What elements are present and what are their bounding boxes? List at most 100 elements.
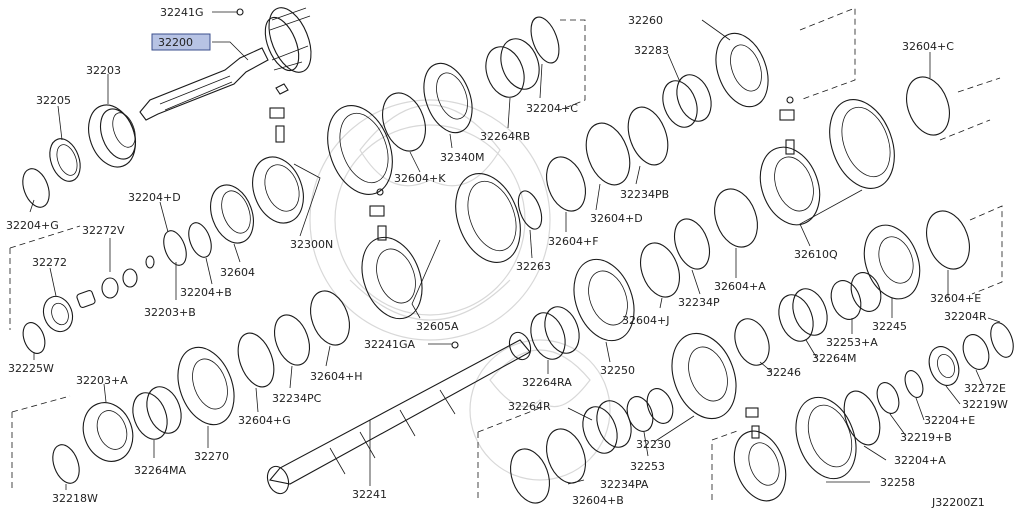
bearing-32203 <box>88 104 137 168</box>
ring-32246 <box>734 318 770 366</box>
label-32234P[interactable]: 32234P <box>678 296 720 309</box>
label-32250[interactable]: 32250 <box>600 364 635 377</box>
label-32270[interactable]: 32270 <box>194 450 229 463</box>
countershaft-32241 <box>266 331 532 495</box>
synchro-ring-32604 <box>210 184 254 244</box>
label-32241G[interactable]: 32241G <box>160 6 204 19</box>
needle-bearing-32283 <box>662 74 712 128</box>
label-32340M[interactable]: 32340M <box>440 151 484 164</box>
cone-32234P <box>640 218 711 298</box>
synchro-assembly-32258 <box>711 396 857 502</box>
label-32264MA[interactable]: 32264MA <box>134 464 186 477</box>
gear-32245 <box>863 224 921 300</box>
label-32219B[interactable]: 32219+B <box>900 431 952 444</box>
label-32264M[interactable]: 32264M <box>812 352 856 365</box>
label-32604[interactable]: 32604 <box>220 266 255 279</box>
label-32200[interactable]: 32200 <box>158 36 193 49</box>
label-32604H[interactable]: 32604+H <box>310 370 362 383</box>
label-32230[interactable]: 32230 <box>636 438 671 451</box>
label-32253[interactable]: 32253 <box>630 460 665 473</box>
main-drive-shaft-32200 <box>139 7 312 121</box>
ring-32263 <box>517 190 543 230</box>
bearing-group-32272 <box>9 225 138 354</box>
label-32218W[interactable]: 32218W <box>52 492 98 505</box>
label-32234PB[interactable]: 32234PB <box>620 188 669 201</box>
watermark-emblem <box>309 99 611 481</box>
label-32241GA[interactable]: 32241GA <box>364 338 416 351</box>
synchro-ring-32604A <box>714 188 758 248</box>
label-32204E[interactable]: 32204+E <box>924 414 975 427</box>
part-labels: 32241G 32200 32203 32205 32204+G 32204+D… <box>6 6 1008 509</box>
label-32234PA[interactable]: 32234PA <box>600 478 649 491</box>
synchro-ring-32604F <box>546 156 586 212</box>
label-32219W[interactable]: 32219W <box>962 398 1008 411</box>
label-32604A[interactable]: 32604+A <box>714 280 766 293</box>
gear-32260 <box>715 7 856 108</box>
label-32604D[interactable]: 32604+D <box>590 212 643 225</box>
gear-32230 <box>671 332 737 420</box>
needle-bearing-32264RB <box>485 38 540 98</box>
label-J32200Z1: J32200Z1 <box>931 496 985 509</box>
rings-32203B-32204B <box>145 222 212 269</box>
label-32204G[interactable]: 32204+G <box>6 219 59 232</box>
synchro-assembly-32300N <box>252 83 393 224</box>
label-32225W[interactable]: 32225W <box>8 362 54 375</box>
leader-lines <box>29 11 1001 490</box>
label-32604B[interactable]: 32604+B <box>572 494 624 507</box>
snap-ring-32204R <box>990 322 1014 358</box>
gear-32340M <box>423 62 473 134</box>
synchro-ring-32604C <box>906 76 1001 141</box>
synchro-ring-32604B <box>477 407 550 504</box>
label-32205[interactable]: 32205 <box>36 94 71 107</box>
label-32604C[interactable]: 32604+C <box>902 40 954 53</box>
label-32263[interactable]: 32263 <box>516 260 551 273</box>
label-32203A[interactable]: 32203+A <box>76 374 128 387</box>
label-32203[interactable]: 32203 <box>86 64 121 77</box>
snap-ring-32204G <box>22 168 50 208</box>
label-32300N[interactable]: 32300N <box>290 238 333 251</box>
synchro-ring-32604E <box>926 205 1003 295</box>
label-32234PC[interactable]: 32234PC <box>272 392 322 405</box>
label-32204A[interactable]: 32204+A <box>894 454 946 467</box>
synchro-assembly-32605A <box>361 173 521 320</box>
synchro-ring-32604H <box>310 290 350 346</box>
label-32204C-top[interactable]: 32204+C <box>526 102 578 115</box>
synchro-ring-32604K <box>382 92 426 152</box>
ring-32205 <box>49 138 81 182</box>
snap-ring-32218W <box>11 395 80 490</box>
snap-ring-32204C <box>530 16 586 111</box>
label-32204B[interactable]: 32204+B <box>180 286 232 299</box>
label-32253A[interactable]: 32253+A <box>826 336 878 349</box>
label-32272E[interactable]: 32272E <box>964 382 1006 395</box>
label-32264R[interactable]: 32264R <box>508 400 551 413</box>
highlight-box-32200 <box>151 33 211 51</box>
label-32260[interactable]: 32260 <box>628 14 663 27</box>
label-32604E[interactable]: 32604+E <box>930 292 981 305</box>
snap-ring-32204A <box>843 390 881 446</box>
label-32264RA[interactable]: 32264RA <box>522 376 572 389</box>
needle-bearing-32264R <box>582 400 632 454</box>
label-32604J[interactable]: 32604+J <box>622 314 669 327</box>
label-32246[interactable]: 32246 <box>766 366 801 379</box>
washer-32219B <box>876 382 900 414</box>
label-32241[interactable]: 32241 <box>352 488 387 501</box>
label-32610Q[interactable]: 32610Q <box>794 248 838 261</box>
label-32283[interactable]: 32283 <box>634 44 669 57</box>
label-32604F[interactable]: 32604+F <box>548 235 599 248</box>
label-32605A[interactable]: 32605A <box>416 320 459 333</box>
bushing-32253A <box>830 272 882 320</box>
snap-ring-32204E <box>904 370 924 398</box>
label-32204R[interactable]: 32204R <box>944 310 987 323</box>
bearing-32219W <box>928 346 960 386</box>
label-32604K[interactable]: 32604+K <box>394 172 446 185</box>
label-32258[interactable]: 32258 <box>880 476 915 489</box>
label-32604G-lower[interactable]: 32604+G <box>238 414 291 427</box>
label-32272[interactable]: 32272 <box>32 256 67 269</box>
label-32204D[interactable]: 32204+D <box>128 191 181 204</box>
bushing-32253 <box>626 388 674 432</box>
label-32264RB[interactable]: 32264RB <box>480 130 530 143</box>
label-32203B[interactable]: 32203+B <box>144 306 196 319</box>
label-32245[interactable]: 32245 <box>872 320 907 333</box>
label-32272V[interactable]: 32272V <box>82 224 125 237</box>
